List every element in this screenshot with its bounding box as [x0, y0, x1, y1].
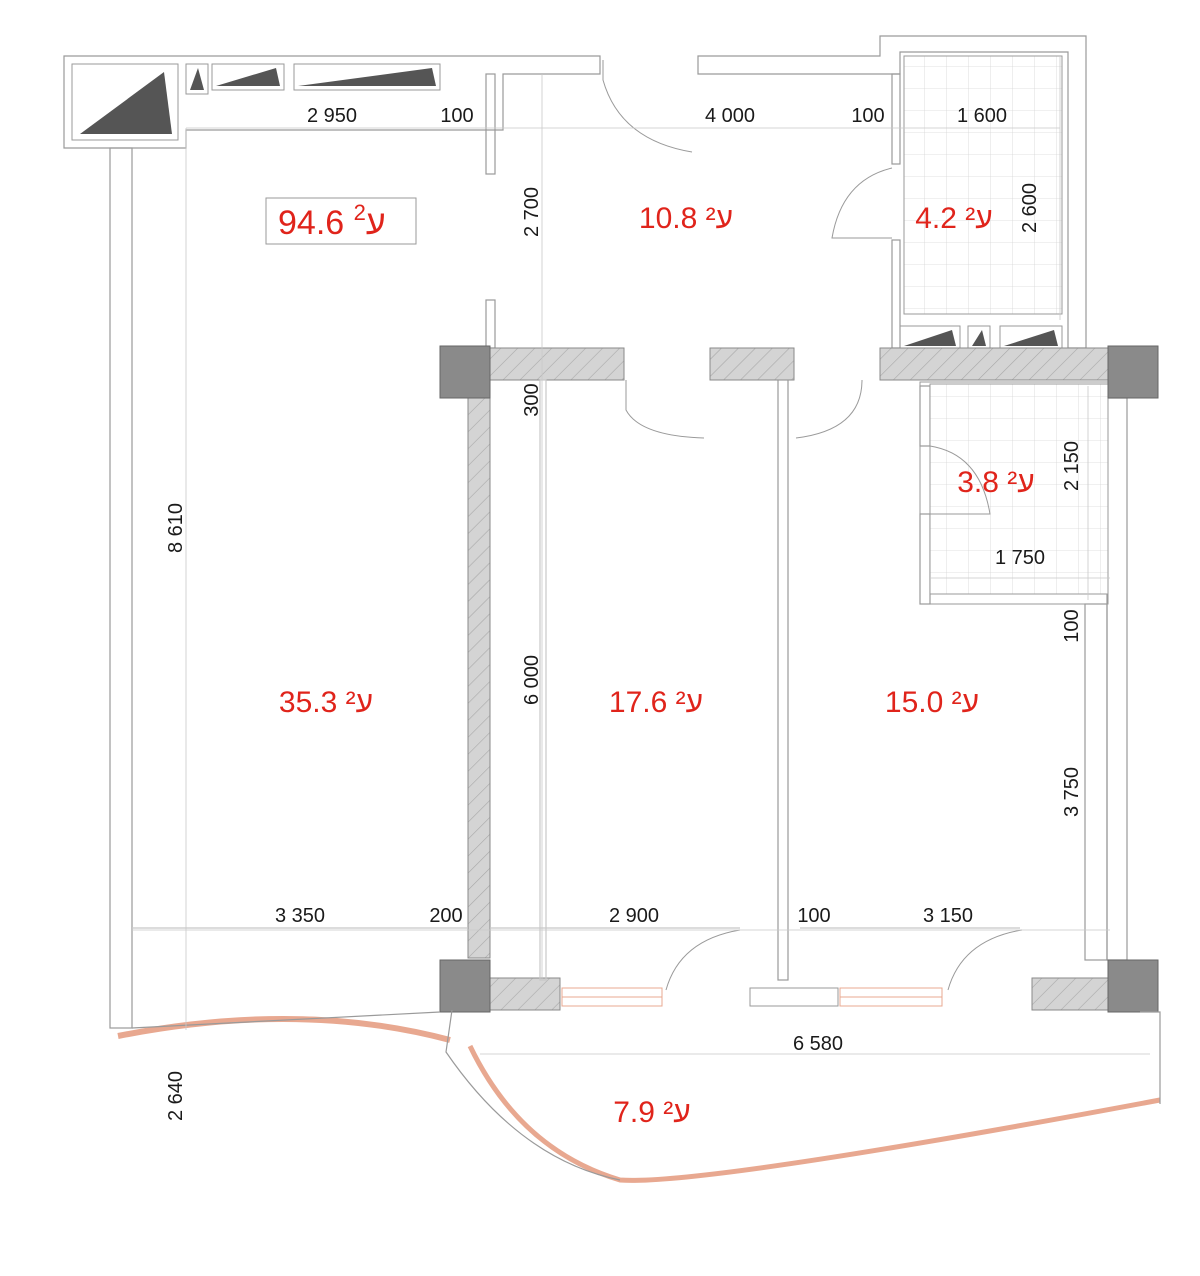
- dimension-labels: 2 950 100 4 000 100 1 600 2 700 2 600 300 2 150 1…: [165, 105, 1083, 1121]
- total-area-badge: 94.6 ע2: [265, 197, 417, 245]
- bath-1-tiles: [903, 55, 1063, 315]
- room-area-bath-2: 3.8 ע²: [957, 466, 1035, 499]
- total-area-label: 94.6 ע2: [278, 200, 386, 242]
- bearing-walls: [467, 347, 1111, 1011]
- dimension-balcony-depth: 2 640: [165, 1071, 187, 1121]
- vent-shapes: [71, 63, 1063, 349]
- dimension-top-hall-width: 4 000: [705, 105, 755, 127]
- room-area-hall: 10.8 ע²: [639, 202, 733, 235]
- room-area-bedroom-2: 15.0 ע²: [885, 686, 979, 719]
- room-area-balcony: 7.9 ע²: [613, 1096, 691, 1129]
- dimension-balcony-width: 6 580: [793, 1033, 843, 1055]
- dimension-bottom-bedroom-1-width: 2 900: [609, 905, 659, 927]
- total-area-value: 94.6 ע: [278, 204, 386, 242]
- dimension-bottom-wall-100: 100: [797, 905, 830, 927]
- bath-2-frame: [919, 381, 1109, 605]
- dimension-bath-2-depth: 2 150: [1061, 441, 1083, 491]
- room-area-living: 35.3 ע²: [279, 686, 373, 719]
- dimension-bath-1-depth: 2 600: [1019, 183, 1041, 233]
- dimension-bottom-living-width: 3 350: [275, 905, 325, 927]
- partitions: [539, 379, 789, 981]
- windows: [117, 987, 1161, 1183]
- dimension-hall-depth: 2 700: [521, 187, 543, 237]
- dimension-top-bath-width: 1 600: [957, 105, 1007, 127]
- dimension-bottom-bedroom-2-width: 3 150: [923, 905, 973, 927]
- room-areas: 10.8 ע² 4.2 ע² 3.8 ע² 35.3 ע² 17.6 ע² 15.0 ע²…: [279, 202, 1035, 1129]
- total-area-frame: [265, 197, 417, 245]
- dimension-wall-300: 300: [521, 383, 543, 416]
- total-area-exponent: 2: [354, 200, 366, 225]
- dimension-bedroom-depth: 6 000: [521, 655, 543, 705]
- room-area-bath-1: 4.2 ע²: [915, 202, 993, 235]
- dimension-bath-2-width: 1 750: [995, 547, 1045, 569]
- dimension-wall-100-right: 100: [1061, 609, 1083, 642]
- door-swings: [602, 60, 1023, 991]
- balcony-outline: [131, 927, 1161, 1181]
- dimension-top-wall-2: 100: [851, 105, 884, 127]
- dimension-top-wall-1: 100: [440, 105, 473, 127]
- dimension-living-depth: 8 610: [165, 503, 187, 553]
- bath-2-tiles: [929, 383, 1109, 595]
- columns: [439, 345, 1159, 1013]
- dimension-bedroom-2-depth: 3 750: [1061, 767, 1083, 817]
- dimension-lines: [132, 56, 1150, 1055]
- room-area-bedroom-1: 17.6 ע²: [609, 686, 703, 719]
- dimension-top-living-width: 2 950: [307, 105, 357, 127]
- dimension-bottom-wall-200: 200: [429, 905, 462, 927]
